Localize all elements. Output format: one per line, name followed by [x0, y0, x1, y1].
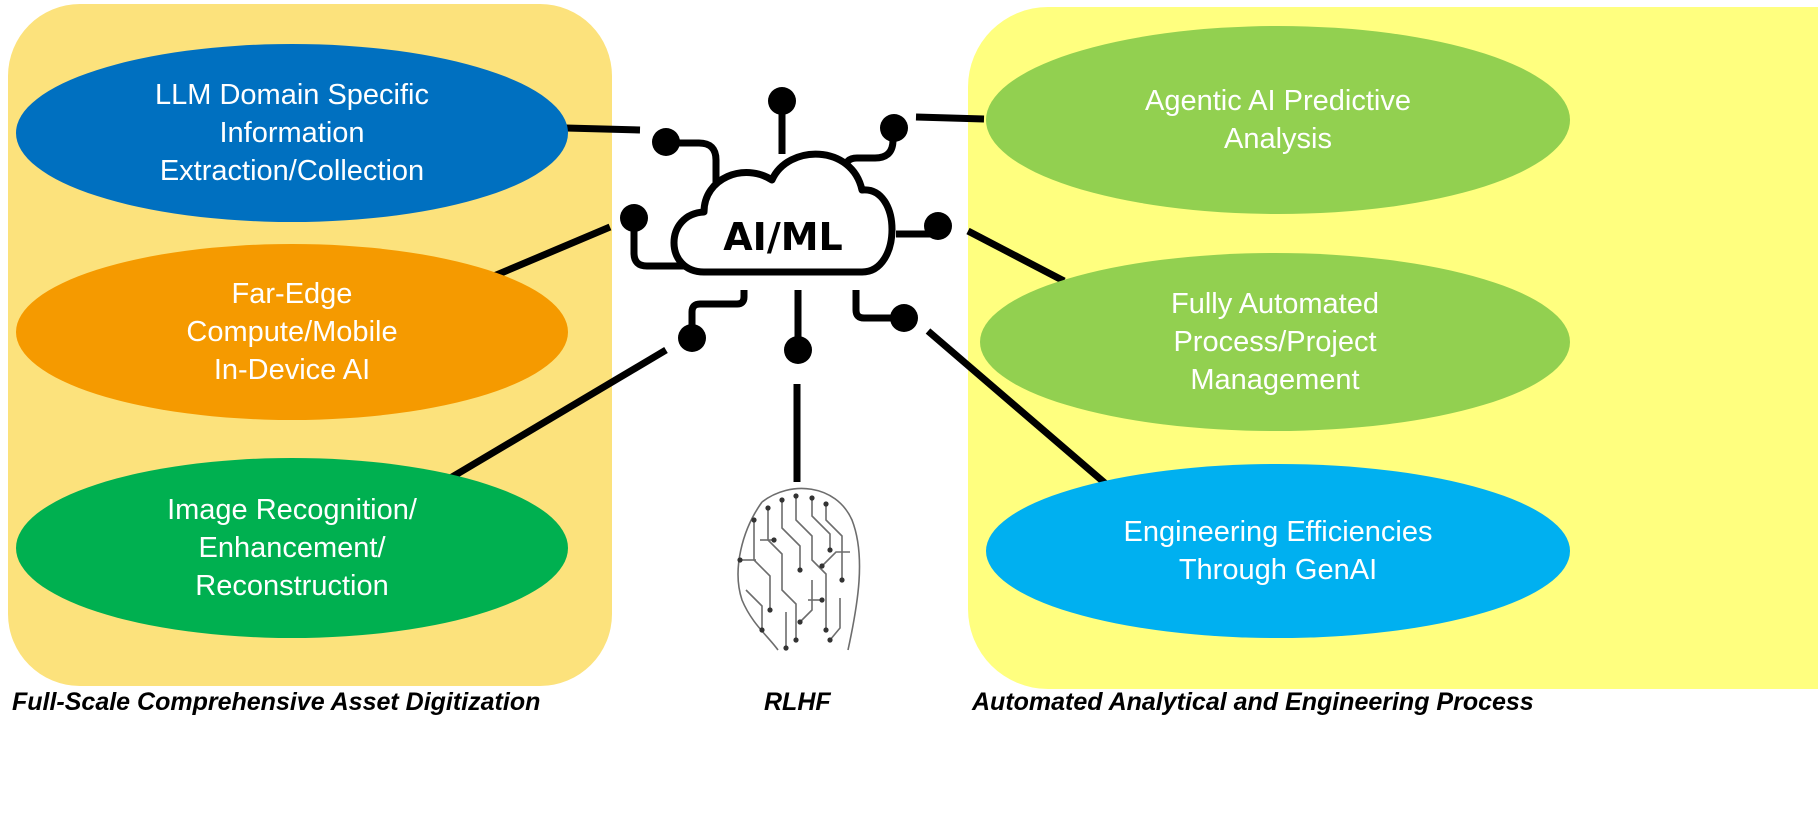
ellipse-engineering-genai: Engineering Efficiencies Through GenAI [986, 464, 1570, 638]
ellipse-line: Process/Project [1173, 326, 1377, 358]
ellipse-line: Management [1190, 364, 1360, 396]
ellipse-line: Information [219, 117, 365, 149]
ellipse-line: Image Recognition/ [167, 494, 417, 526]
ellipse-line: Enhancement/ [198, 532, 386, 564]
ellipse-line: Extraction/Collection [159, 155, 425, 187]
cloud-icon: AI/ML [670, 150, 896, 276]
ellipse-image-recognition: Image Recognition/ Enhancement/ Reconstr… [16, 458, 568, 638]
ellipse-line: Analysis [1223, 123, 1332, 155]
ellipse-line: Engineering Efficiencies [1123, 516, 1433, 548]
ellipse-line: LLM Domain Specific [155, 79, 429, 111]
ellipse-line: Agentic AI Predictive [1145, 85, 1411, 117]
ellipse-automated-management: Fully Automated Process/Project Manageme… [980, 253, 1570, 431]
caption-asset-digitization: Full-Scale Comprehensive Asset Digitizat… [12, 688, 541, 716]
connector-dots [620, 87, 952, 364]
ellipse-line: Far-Edge [231, 278, 353, 310]
ellipse-line: Compute/Mobile [186, 316, 398, 348]
ellipse-line: In-Device AI [213, 354, 371, 386]
caption-automated-process: Automated Analytical and Engineering Pro… [972, 688, 1534, 716]
ellipse-line: Through GenAI [1178, 554, 1378, 586]
ellipse-far-edge-compute: Far-Edge Compute/Mobile In-Device AI [16, 244, 568, 420]
ellipse-line: Fully Automated [1171, 288, 1379, 320]
cloud-label: AI/ML [723, 215, 842, 259]
ellipse-line: Reconstruction [195, 570, 389, 602]
ellipse-llm-extraction: LLM Domain Specific Information Extracti… [16, 44, 568, 222]
connector-lines [445, 100, 1109, 487]
caption-rlhf: RLHF [764, 688, 831, 716]
circuit-brain-nodes [737, 493, 845, 651]
ellipse-agentic-ai: Agentic AI Predictive Analysis [986, 26, 1570, 214]
circuit-brain-icon [737, 487, 861, 651]
